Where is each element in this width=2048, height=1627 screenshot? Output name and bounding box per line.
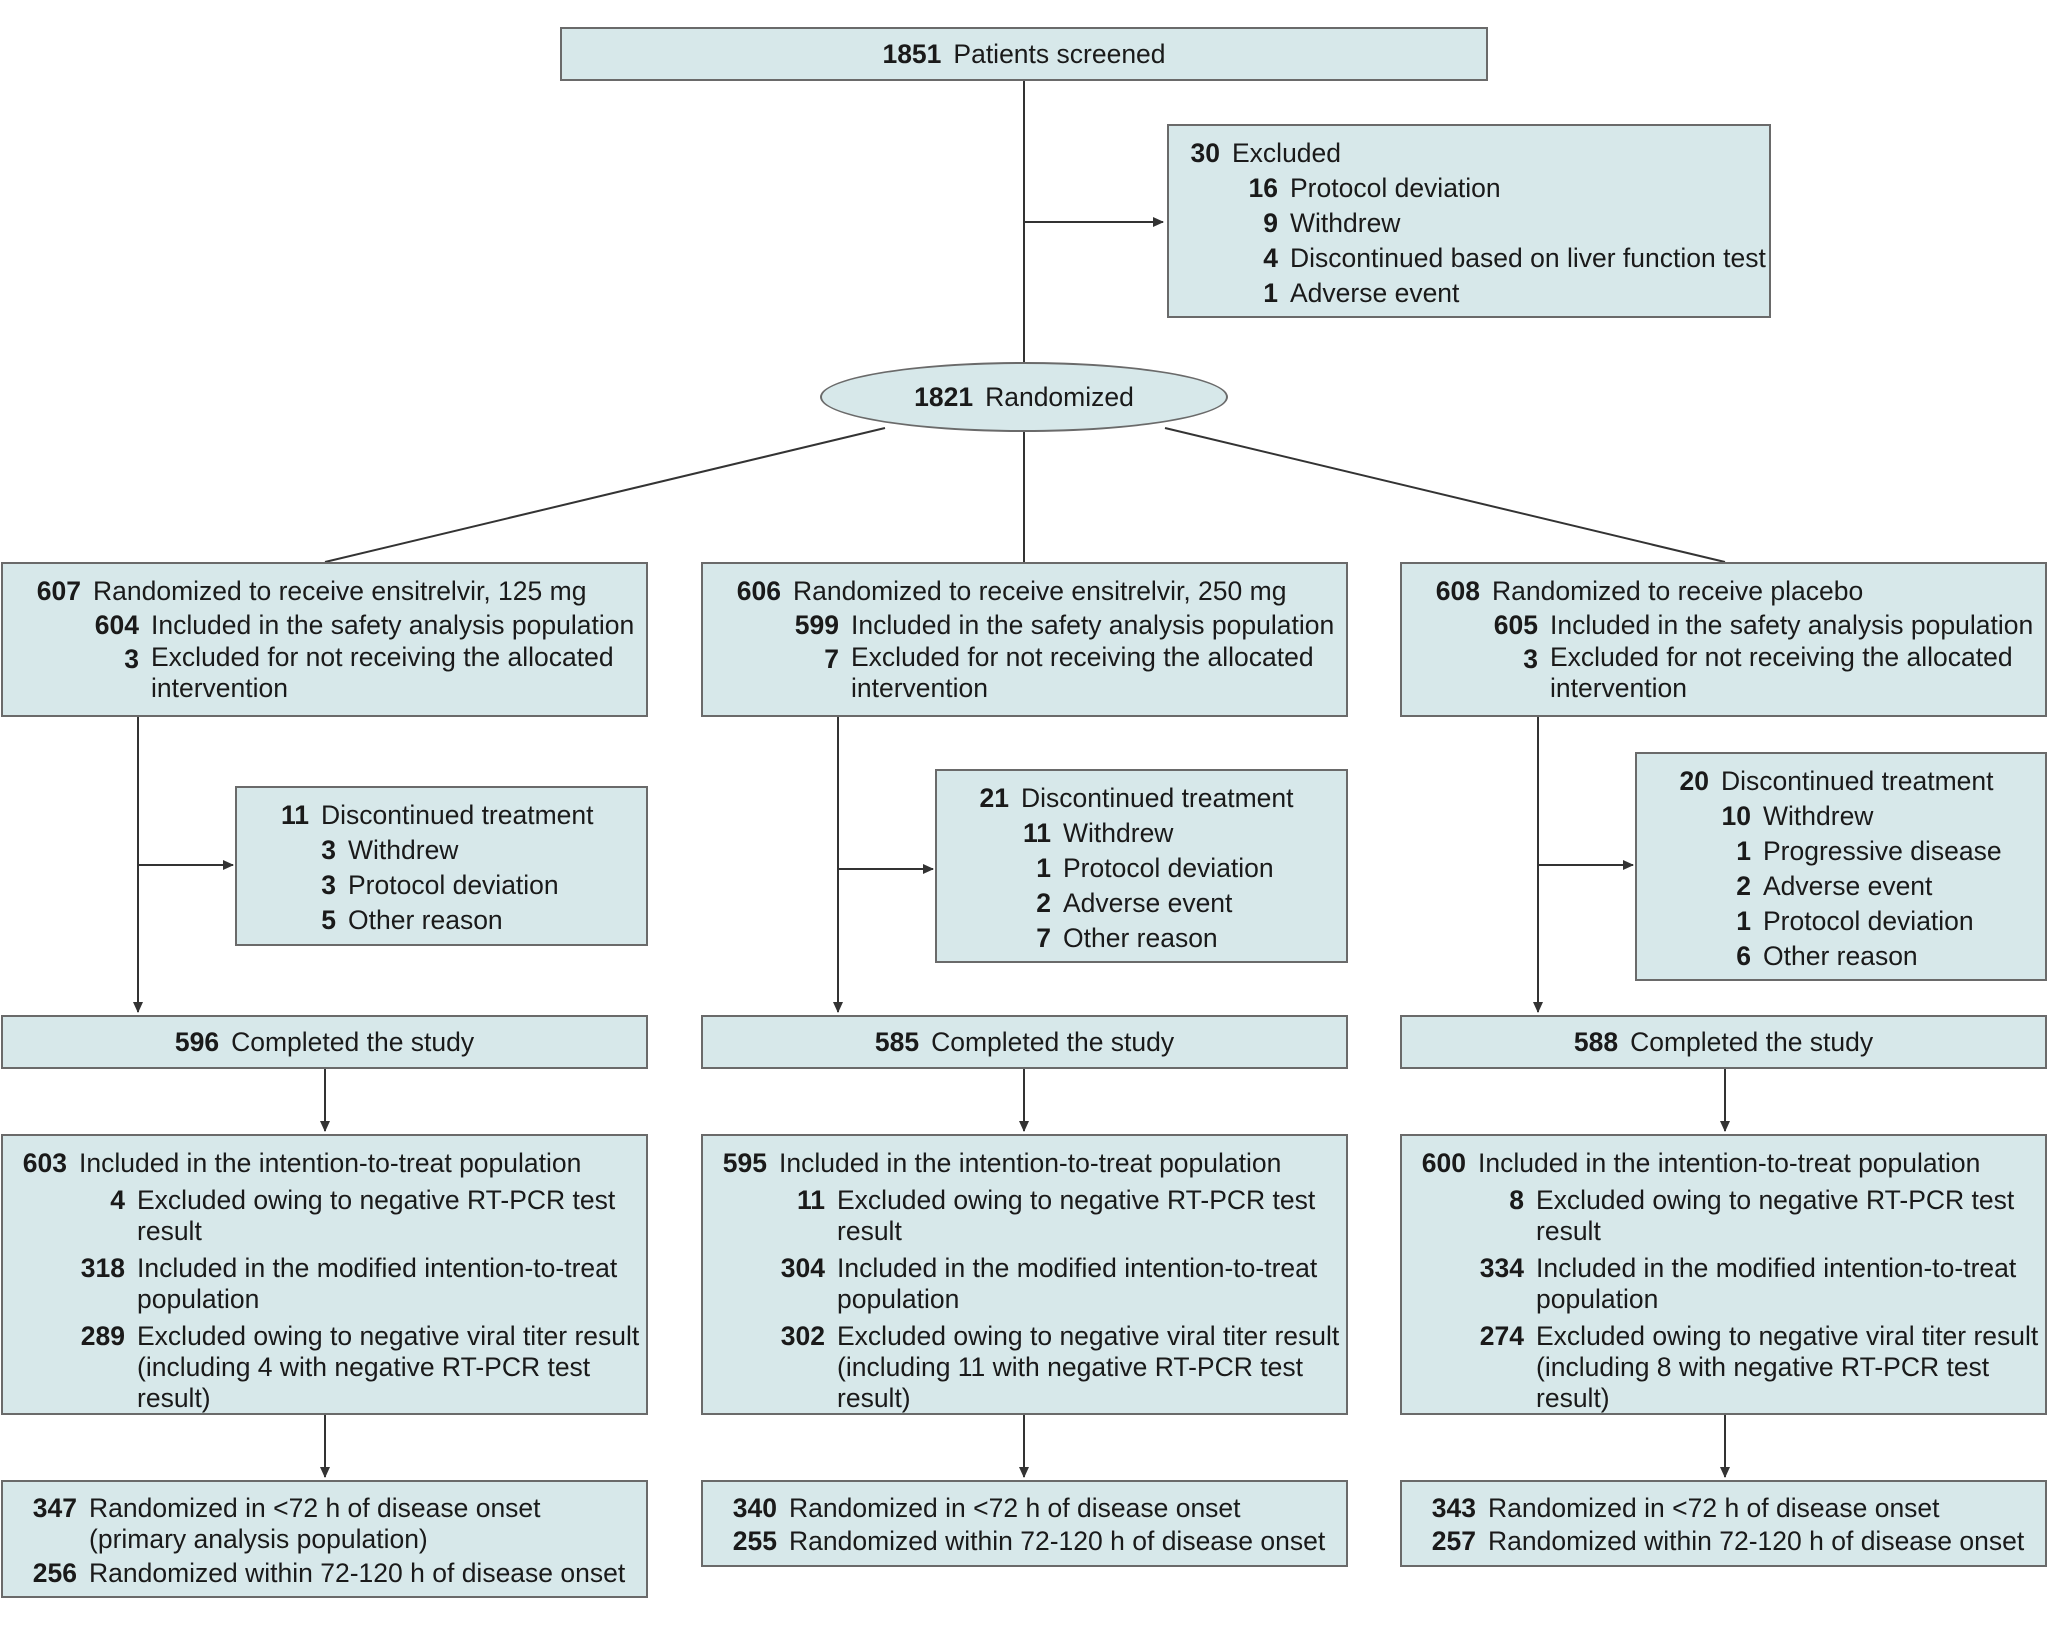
arm-2-onset-box: 340 Randomized in <72 h of disease onset… xyxy=(701,1480,1348,1567)
excluded-item: 4 Discontinued based on liver function t… xyxy=(1263,243,1766,273)
arm-2-allocation-box: 606 Randomized to receive ensitrelvir, 2… xyxy=(701,562,1348,717)
arm-3-allocation-box: 608 Randomized to receive placebo 605 In… xyxy=(1400,562,2047,717)
excluded-box: 30 Excluded 16 Protocol deviation 9 With… xyxy=(1167,124,1771,318)
excluded-item: 16 Protocol deviation xyxy=(1248,173,1501,203)
screened-box: 1851 Patients screened xyxy=(560,27,1488,81)
connector-randomized-to-arm-1 xyxy=(324,427,886,563)
arm-1-discontinued-box: 11 Discontinued treatment 3 Withdrew 3 P… xyxy=(235,786,648,946)
randomized-line: 1821 Randomized xyxy=(914,380,1134,415)
arm-2-analysis-box: 595 Included in the intention-to-treat p… xyxy=(701,1134,1348,1415)
excluded-item: 1 Adverse event xyxy=(1263,278,1460,308)
arm-3-discontinued-box: 20 Discontinued treatment 10 Withdrew 1 … xyxy=(1635,752,2047,981)
excluded-total-label: Excluded xyxy=(1232,138,1342,168)
arm-1-analysis-box: 603 Included in the intention-to-treat p… xyxy=(1,1134,648,1415)
arm-2-discontinued-box: 21 Discontinued treatment 11 Withdrew 1 … xyxy=(935,769,1348,963)
excluded-item: 9 Withdrew xyxy=(1263,208,1401,238)
arm-1-allocation-box: 607 Randomized to receive ensitrelvir, 1… xyxy=(1,562,648,717)
screened-line: 1851 Patients screened xyxy=(882,37,1165,72)
screened-count: 1851 xyxy=(882,38,942,69)
randomized-oval: 1821 Randomized xyxy=(820,362,1228,432)
randomized-count: 1821 xyxy=(914,381,974,412)
arm-3-analysis-box: 600 Included in the intention-to-treat p… xyxy=(1400,1134,2047,1415)
arm-3-onset-box: 343 Randomized in <72 h of disease onset… xyxy=(1400,1480,2047,1567)
randomized-label: Randomized xyxy=(985,381,1134,412)
connector-randomized-to-arm-3 xyxy=(1164,427,1726,563)
excluded-total: 30 Excluded xyxy=(1179,136,1769,171)
screened-label: Patients screened xyxy=(953,38,1166,69)
excluded-total-count: 30 xyxy=(1190,138,1220,168)
arm-1-onset-box: 347 Randomized in <72 h of disease onset… xyxy=(1,1480,648,1598)
